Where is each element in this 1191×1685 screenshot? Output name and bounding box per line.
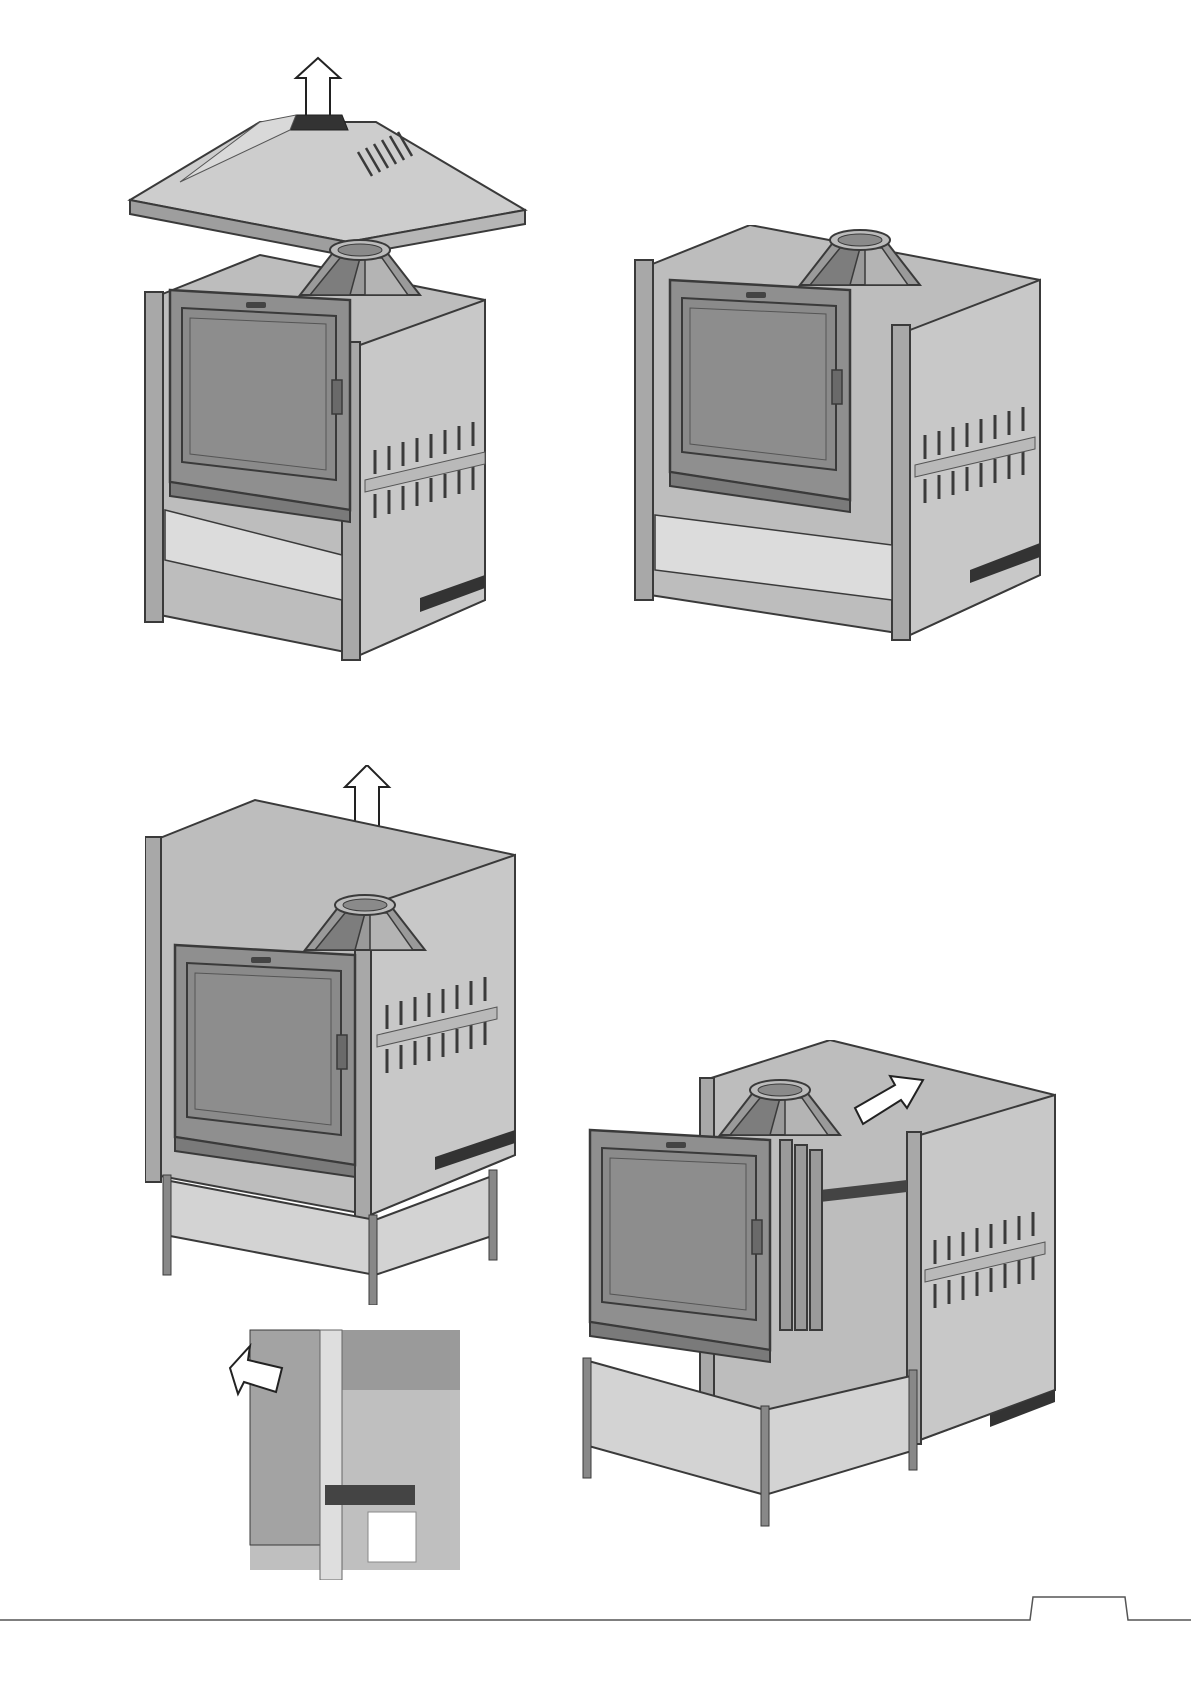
fig-casing-slide-back bbox=[575, 1040, 1075, 1600]
fig-detail-inset bbox=[200, 1320, 470, 1580]
up-arrow-icon bbox=[296, 58, 340, 122]
fig-casing-lift bbox=[145, 765, 545, 1305]
casing bbox=[635, 225, 1040, 640]
fig-hood-removal bbox=[120, 50, 540, 710]
casing bbox=[145, 240, 485, 660]
fig-insert-in-casing bbox=[610, 225, 1050, 725]
hood bbox=[130, 115, 525, 256]
